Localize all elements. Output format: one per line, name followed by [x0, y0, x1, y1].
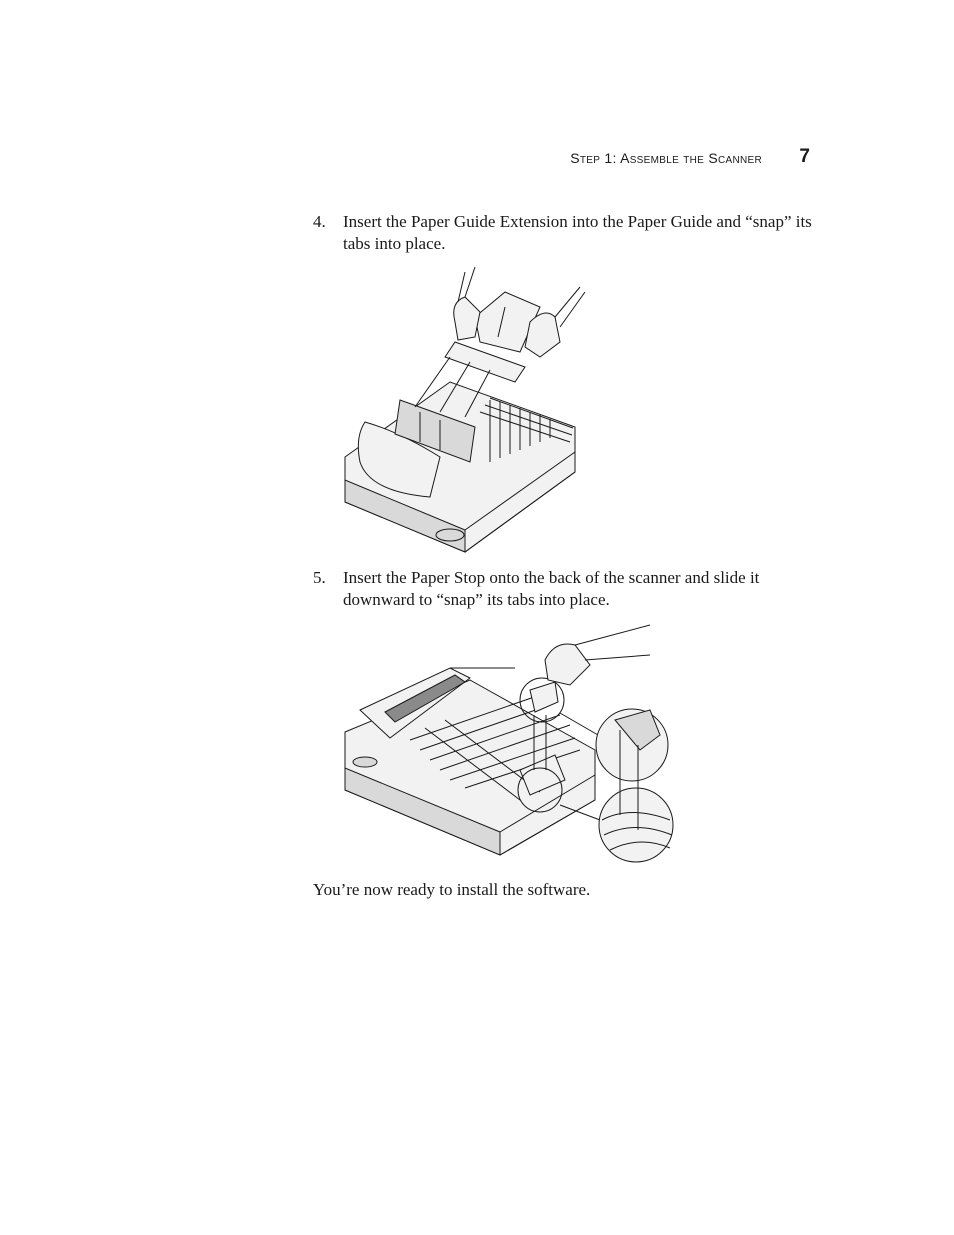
- paper-stop-illustration: [340, 620, 680, 865]
- step-number: 5.: [313, 568, 326, 587]
- step-text: Insert the Paper Stop onto the back of t…: [343, 568, 760, 609]
- instruction-step-4: 4. Insert the Paper Guide Extension into…: [313, 211, 813, 255]
- scanner-illustration-2: [344, 624, 674, 863]
- running-head: Step 1: Assemble the Scanner 7: [560, 146, 810, 170]
- closing-note: You’re now ready to install the software…: [313, 880, 591, 899]
- page-number: 7: [799, 146, 810, 167]
- paper-guide-extension-illustration: [340, 262, 590, 554]
- detail-zoom-lower: [598, 787, 674, 863]
- logo-badge: [352, 756, 378, 768]
- logo-badge: [435, 528, 465, 542]
- instruction-step-5: 5. Insert the Paper Stop onto the back o…: [313, 567, 813, 611]
- scanner-illustration-1: [344, 266, 586, 553]
- step-number: 4.: [313, 212, 326, 231]
- step-text: Insert the Paper Guide Extension into th…: [343, 212, 812, 253]
- section-title: Step 1: Assemble the Scanner: [570, 150, 762, 166]
